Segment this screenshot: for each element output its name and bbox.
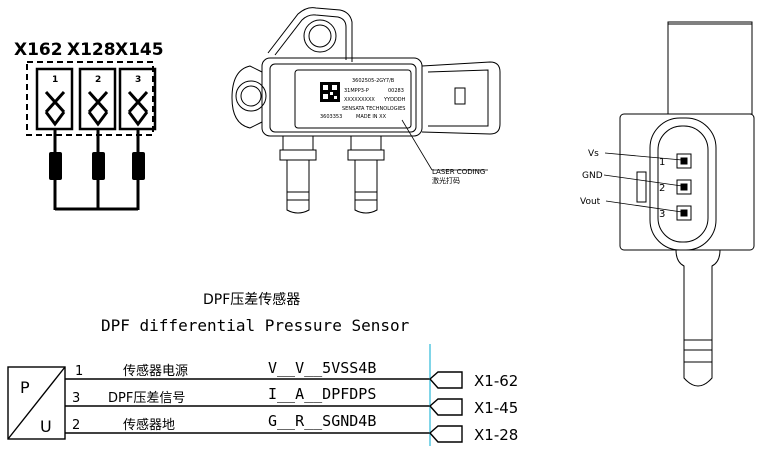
label-vout: Vout bbox=[580, 197, 601, 207]
pin-symbol-3 bbox=[127, 90, 149, 127]
wiring-schematic: DPF压差传感器 DPF differential Pressure Senso… bbox=[7, 291, 518, 446]
schematic-title-zh: DPF压差传感器 bbox=[203, 291, 300, 308]
schematic-wires bbox=[65, 378, 430, 434]
plate-part: 31MPP3-P bbox=[344, 88, 369, 94]
schematic-title-en: DPF differential Pressure Sensor bbox=[101, 316, 410, 335]
pipe-right bbox=[354, 160, 378, 214]
pu-label-p: P bbox=[20, 378, 30, 397]
row3-pin: 2 bbox=[72, 418, 80, 433]
upper-housing bbox=[667, 21, 753, 115]
plate-date: YYDDDH bbox=[383, 97, 406, 103]
row2-desc: DPF压差信号 bbox=[108, 391, 185, 406]
terminal-3 bbox=[132, 152, 145, 180]
connector-key bbox=[636, 171, 647, 203]
pipe-left bbox=[286, 160, 310, 214]
outlet-pipe bbox=[683, 276, 713, 387]
row2-pin: 3 bbox=[72, 391, 80, 406]
qr-code bbox=[320, 82, 340, 102]
left-boss bbox=[231, 65, 263, 129]
laser-coding-callout: LASER CODING 激光打码 bbox=[401, 119, 488, 185]
pin-num-2: 2 bbox=[95, 75, 101, 85]
connector-face-outer bbox=[649, 117, 717, 251]
connector-pins bbox=[676, 153, 692, 221]
pin-num-3: 3 bbox=[135, 75, 141, 85]
mounting-ear bbox=[267, 7, 353, 62]
conn-pin-num-1: 1 bbox=[659, 157, 665, 168]
row1-desc: 传感器电源 bbox=[123, 363, 188, 379]
code-x145: X145 bbox=[115, 40, 164, 60]
plate-text: 3602505-2GY7/B 31MPP3-P 00283 XXXXXXXXX … bbox=[320, 78, 406, 120]
mounting-hole-outer bbox=[303, 19, 337, 53]
terminal-x1-62 bbox=[429, 371, 463, 389]
terminal-blocks bbox=[49, 152, 145, 180]
mounting-hole-inner bbox=[308, 24, 332, 48]
label-gnd: GND bbox=[582, 171, 603, 181]
code-x128: X128 bbox=[67, 40, 116, 60]
pin-symbols bbox=[44, 90, 149, 127]
conn-pin-num-2: 2 bbox=[659, 183, 665, 194]
row3-desc: 传感器地 bbox=[123, 417, 175, 433]
pu-block bbox=[7, 366, 66, 440]
plate-code: 3603353 bbox=[320, 114, 342, 120]
connector-body bbox=[619, 113, 755, 251]
terminal-x1-45 bbox=[429, 398, 463, 416]
connector-schematic: X162 X128 X145 1 2 3 bbox=[14, 40, 164, 211]
terminal-x1-28 bbox=[429, 425, 463, 443]
pin-num-1: 1 bbox=[52, 75, 58, 85]
term3-label: X1-28 bbox=[474, 426, 518, 444]
plate-made-in: MADE IN XX bbox=[356, 114, 387, 120]
conn-pin-num-3: 3 bbox=[659, 209, 665, 220]
terminal-symbols bbox=[429, 371, 463, 443]
row1-signal: V__V__5VSS4B bbox=[268, 359, 376, 377]
terminal-1 bbox=[49, 152, 62, 180]
row1-pin: 1 bbox=[75, 364, 83, 379]
row2-signal: I__A__DPFDPS bbox=[268, 385, 376, 403]
code-x162: X162 bbox=[14, 40, 63, 60]
connector-pin-labels: Vs GND Vout 1 2 3 bbox=[580, 149, 683, 220]
sensor-body bbox=[261, 57, 423, 137]
label-vs: Vs bbox=[588, 149, 599, 159]
connector-housing bbox=[421, 61, 501, 135]
connector-dashed-outline bbox=[26, 61, 154, 136]
sensor-drawing bbox=[231, 7, 501, 214]
pu-label-u: U bbox=[40, 417, 52, 436]
pin-symbol-2 bbox=[87, 90, 109, 127]
plate-brand: SENSATA TECHNOLOGIES bbox=[342, 106, 405, 112]
connector-face-inner bbox=[657, 125, 709, 243]
connector-face-view bbox=[619, 21, 755, 387]
term2-label: X1-45 bbox=[474, 399, 518, 417]
plate-part-suffix: 00283 bbox=[388, 88, 404, 94]
row3-signal: G__R__SGND4B bbox=[268, 412, 376, 430]
plate-serial: XXXXXXXXX bbox=[344, 97, 375, 103]
pin-symbol-1 bbox=[44, 90, 66, 127]
laser-coding-en: LASER CODING bbox=[432, 168, 485, 176]
terminal-2 bbox=[92, 152, 105, 180]
plate-model: 3602505-2GY7/B bbox=[352, 78, 395, 84]
pu-box bbox=[7, 366, 66, 440]
connector-latch bbox=[454, 87, 466, 105]
term1-label: X1-62 bbox=[474, 372, 518, 390]
laser-coding-zh: 激光打码 bbox=[432, 176, 460, 185]
label-plate bbox=[294, 69, 412, 129]
